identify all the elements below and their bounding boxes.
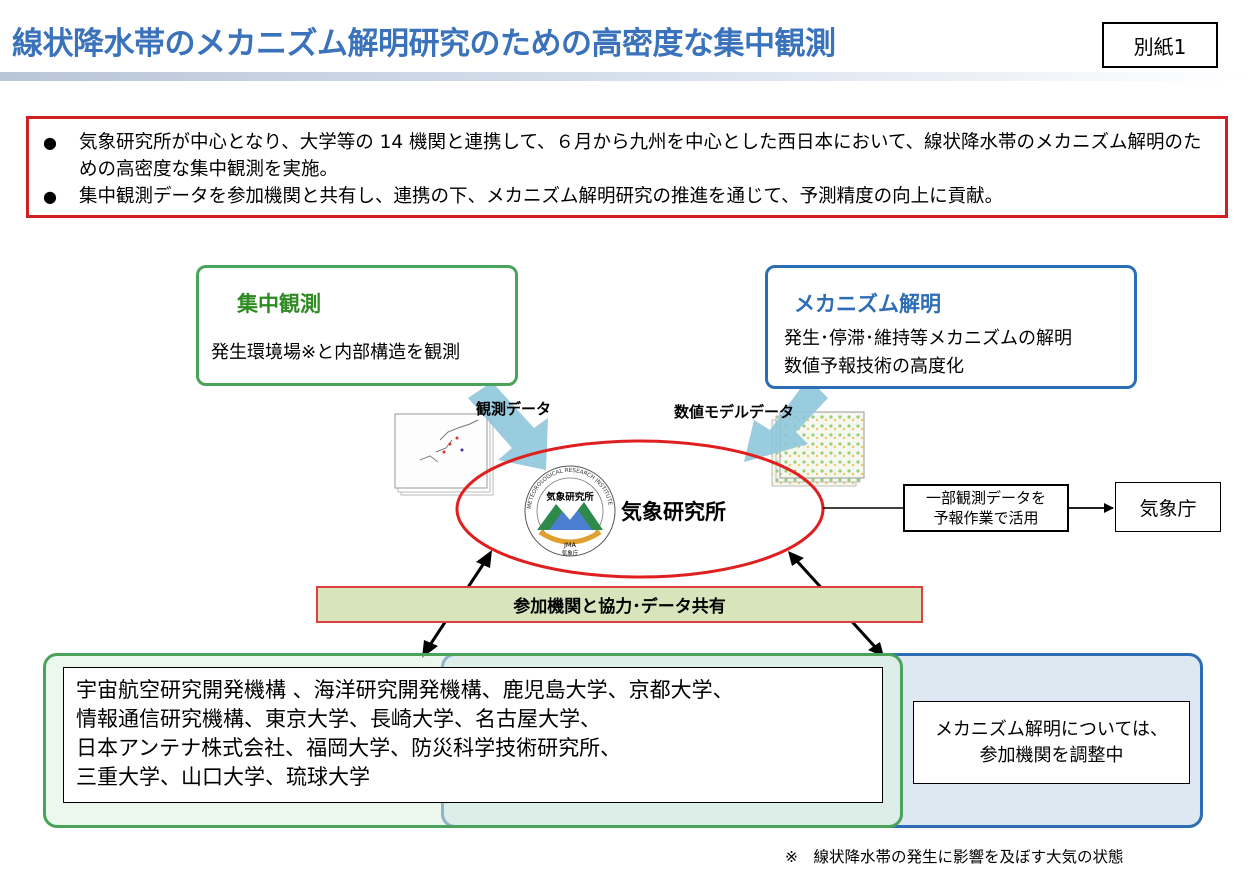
partner-line: 宇宙航空研究開発機構 、海洋研究開発機構、鹿児島大学、京都大学、 (76, 678, 734, 702)
mri-logo-jma-text: JMA (563, 541, 577, 549)
partner-line: 三重大学、山口大学、琉球大学 (76, 765, 370, 789)
mri-logo-sub-text: 気象庁 (562, 549, 579, 557)
observation-box: 集中観測 発生環境場※と内部構造を観測 (196, 265, 518, 386)
mechanism-box: メカニズム解明 発生･停滞･維持等メカニズムの解明 数値予報技術の高度化 (765, 265, 1137, 389)
attachment-label: 別紙1 (1102, 22, 1218, 68)
jma-box: 気象庁 (1115, 482, 1221, 532)
partner-line: 情報通信研究機構、東京大学、長崎大学、名古屋大学、 (76, 707, 601, 731)
mechanism-box-line: 発生･停滞･維持等メカニズムの解明 (784, 328, 1072, 349)
partner-list: 宇宙航空研究開発機構 、海洋研究開発機構、鹿児島大学、京都大学、 情報通信研究機… (63, 667, 883, 803)
summary-bullet-text: 集中観測データを参加機関と共有し、連携の下、メカニズム解明研究の推進を通じて、予… (79, 186, 1004, 207)
observation-data-thumbnail (394, 413, 494, 496)
mechanism-box-line: 数値予報技術の高度化 (784, 356, 964, 377)
page-title: 線状降水帯のメカニズム解明研究のための高密度な集中観測 (12, 26, 836, 62)
mechanism-box-title: メカニズム解明 (794, 292, 941, 316)
summary-bullet: ● 気象研究所が中心となり、大学等の 14 機関と連携して、６月から九州を中心と… (43, 129, 1211, 183)
cooperation-banner: 参加機関と協力･データ共有 (316, 586, 923, 623)
partner-line: 日本アンテナ株式会社、福岡大学、防災科学技術研究所、 (76, 736, 622, 760)
observation-box-text: 発生環境場※と内部構造を観測 (211, 342, 461, 363)
mri-logo-icon: 気象研究所 JMA 気象庁 METEOROLOGICAL RESEARCH IN… (524, 465, 616, 557)
footnote: ※ 線状降水帯の発生に影響を及ぼす大気の状態 (785, 848, 1124, 866)
summary-bullet-text: 気象研究所が中心となり、大学等の 14 機関と連携して、６月から九州を中心とした… (79, 132, 1202, 180)
jma-usage-note-line: 一部観測データを (925, 489, 1046, 507)
observation-box-title: 集中観測 (237, 292, 321, 316)
model-data-label: 数値モデルデータ (674, 403, 795, 421)
summary-box: ● 気象研究所が中心となり、大学等の 14 機関と連携して、６月から九州を中心と… (26, 116, 1228, 218)
mri-ellipse (455, 439, 825, 579)
observation-data-arrow (468, 382, 548, 470)
mri-label: 気象研究所 (621, 500, 726, 524)
mri-logo-inner-text: 気象研究所 (546, 491, 594, 503)
pending-line: 参加機関を調整中 (979, 744, 1124, 766)
model-data-arrow (744, 378, 828, 462)
summary-bullet: ● 集中観測データを参加機関と共有し、連携の下、メカニズム解明研究の推進を通じて… (43, 183, 1211, 210)
bullet-dot-icon: ● (43, 187, 57, 206)
jma-usage-note: 一部観測データを 予報作業で活用 (903, 484, 1069, 532)
jma-usage-note-line: 予報作業で活用 (933, 509, 1039, 527)
pending-line: メカニズム解明については、 (934, 718, 1169, 740)
pending-coordination-box: メカニズム解明については、 参加機関を調整中 (913, 701, 1190, 784)
bullet-dot-icon: ● (43, 133, 57, 152)
title-underline (0, 72, 1249, 81)
observation-data-label: 観測データ (476, 400, 552, 418)
